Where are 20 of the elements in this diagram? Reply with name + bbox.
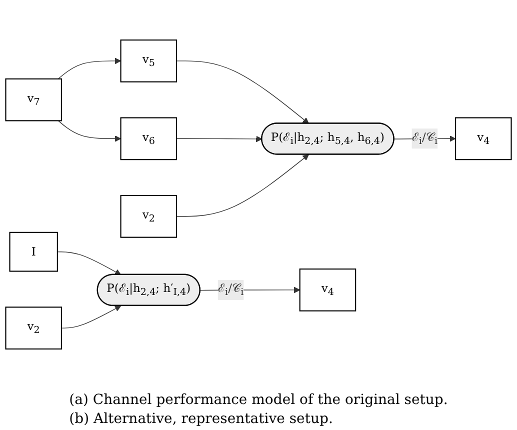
arrow <box>176 154 310 217</box>
arrow <box>176 136 262 142</box>
arrow <box>58 58 122 80</box>
node-box <box>120 39 178 82</box>
node-box <box>299 268 356 312</box>
figure-caption: (a) Channel performance model of the original setup. <box>69 392 448 408</box>
figure-caption: (b) Alternative, representative setup. <box>69 411 334 427</box>
edge-label: ℰ$_{i}$/𝒞$_{i}$ <box>218 281 244 298</box>
node-box <box>5 306 62 350</box>
flow-diagram: ℰ$_{i}$/𝒞$_{i}$ ℰ$_{i}$/𝒞$_{i}$ v$_{5}$ v$_{7}$ v$_{6}$ v$_{2}$ P(ℰ$_{i}$|h$_{2,4}$; h$_{5,4}$, h$_{6,4}$) v$_{4}$ I v$_{2}$ P(ℰ$_{i}$|h$_{2,4}$; h′$_{I,4}$) v$_{4}$ <box>0 0 517 389</box>
node-box <box>9 232 58 272</box>
arrow <box>61 306 122 328</box>
arrow <box>176 60 310 124</box>
edge-label: ℰ$_{i}$/𝒞$_{i}$ <box>412 130 438 147</box>
arrow <box>57 251 122 276</box>
node-box <box>5 78 62 122</box>
node-box <box>455 117 512 160</box>
node-box <box>120 117 178 160</box>
node-box <box>120 194 178 238</box>
arrow <box>58 120 122 142</box>
